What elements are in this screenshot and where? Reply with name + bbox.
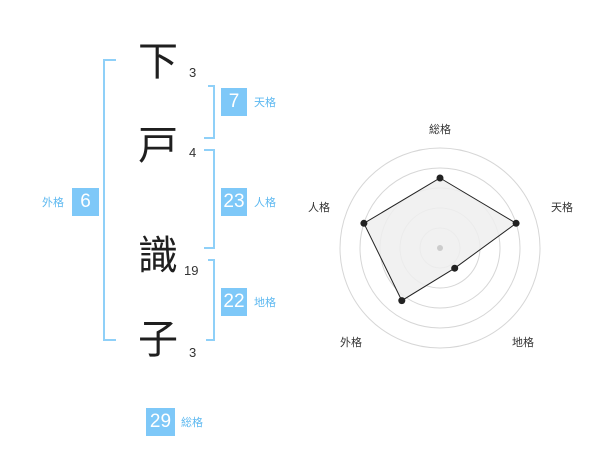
gaikaku-bracket — [103, 59, 116, 341]
jinkaku-bracket — [204, 149, 215, 249]
gaikaku-value: 6 — [72, 188, 99, 216]
radar-label-chikaku: 地格 — [512, 336, 534, 349]
jinkaku-value: 23 — [221, 188, 247, 216]
tenkaku-label: 天格 — [254, 96, 276, 109]
name-char-1: 下 — [138, 39, 178, 85]
radar-label-tenkaku: 天格 — [551, 201, 573, 214]
radar-label-soukaku: 総格 — [429, 123, 451, 136]
radar-point-5 — [360, 219, 368, 227]
radar-ring-4 — [359, 167, 521, 329]
radar-label-gaikaku: 外格 — [340, 336, 362, 349]
jinkaku-label: 人格 — [254, 196, 276, 209]
gaikaku-label: 外格 — [42, 196, 64, 209]
soukaku-value: 29 — [146, 408, 175, 436]
stroke-count-4: 3 — [189, 345, 197, 360]
chikaku-value: 22 — [221, 288, 247, 316]
radar-point-3 — [451, 264, 459, 272]
radar-label-jinkaku: 人格 — [308, 201, 330, 214]
radar-point-4 — [398, 297, 406, 305]
tenkaku-value: 7 — [221, 88, 247, 116]
tenkaku-bracket — [204, 85, 215, 139]
radar-point-2 — [512, 219, 520, 227]
stroke-count-2: 4 — [189, 145, 197, 160]
radar-shape — [363, 177, 518, 302]
radar-point-1 — [436, 174, 444, 182]
chikaku-bracket — [206, 259, 215, 341]
name-char-3: 識 — [138, 233, 178, 279]
soukaku-label: 総格 — [181, 416, 203, 429]
name-char-2: 戸 — [138, 123, 178, 169]
chikaku-label: 地格 — [254, 296, 276, 309]
stroke-count-1: 3 — [189, 65, 197, 80]
radar-ring-5 — [339, 147, 541, 349]
stroke-count-3: 19 — [184, 263, 199, 278]
radar-points — [360, 174, 520, 305]
radar-center-dot — [437, 245, 443, 251]
name-char-4: 子 — [138, 317, 178, 363]
